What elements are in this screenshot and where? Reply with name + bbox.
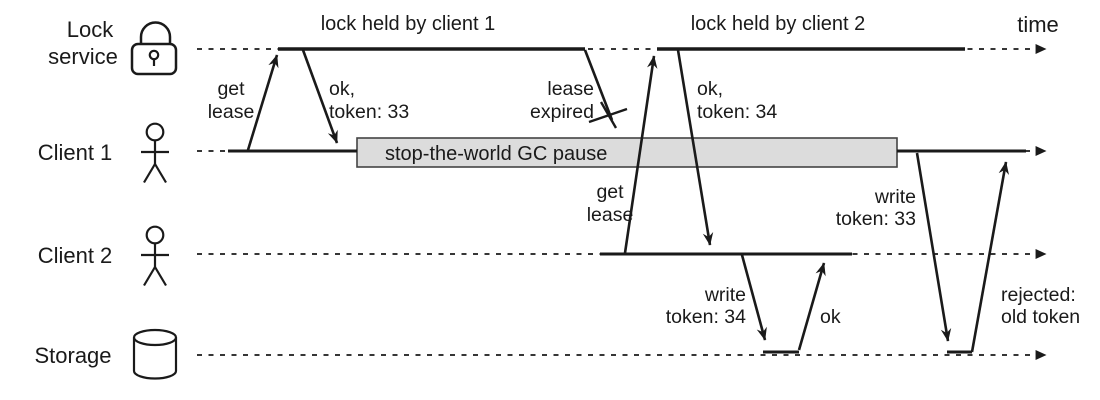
lane-label-storage: Storage bbox=[34, 343, 111, 368]
padlock-icon bbox=[130, 21, 178, 76]
gc-pause-box: stop-the-world GC pause bbox=[356, 137, 898, 168]
lock-bar-1-label: lock held by client 1 bbox=[321, 13, 496, 35]
arrow-ok-token-33 bbox=[301, 49, 339, 144]
lease-expired-cross-icon bbox=[588, 101, 628, 129]
lock-bar-2-label: lock held by client 2 bbox=[691, 13, 866, 35]
label-write-token-33-line2: token: 33 bbox=[836, 208, 916, 230]
label-write-token-34-line2: token: 34 bbox=[666, 306, 746, 328]
label-ok-token-33-line2: token: 33 bbox=[329, 101, 409, 123]
database-icon bbox=[132, 328, 178, 380]
arrow-rejected bbox=[970, 161, 1010, 353]
arrow-get-lease-2 bbox=[623, 55, 658, 254]
arrow-ok-write bbox=[797, 262, 826, 351]
label-get-lease-2-line1: get bbox=[596, 181, 624, 203]
label-ok-write: ok bbox=[820, 306, 841, 328]
arrow-get-lease-1 bbox=[246, 54, 279, 151]
label-ok-token-34-line1: ok, bbox=[697, 78, 723, 100]
arrow-write-token-34 bbox=[740, 254, 767, 341]
label-get-lease-2-line2: lease bbox=[587, 204, 634, 226]
label-get-lease-1-line2: lease bbox=[208, 101, 255, 123]
time-axis-label: time bbox=[1017, 12, 1059, 37]
arrow-write-token-33 bbox=[915, 152, 952, 342]
label-lease-expired-line1: lease bbox=[547, 78, 594, 100]
gc-pause-label: stop-the-world GC pause bbox=[385, 143, 607, 165]
lane-label-client-1: Client 1 bbox=[38, 140, 113, 165]
arrow-ok-token-34 bbox=[676, 49, 714, 246]
label-get-lease-1-line1: get bbox=[217, 78, 245, 100]
lane-label-lock: Lock bbox=[67, 17, 114, 42]
lane-label-client-2: Client 2 bbox=[38, 243, 113, 268]
label-write-token-34-line1: write bbox=[704, 284, 746, 306]
label-rejected-line2: old token bbox=[1001, 306, 1080, 328]
lane-label-service: service bbox=[48, 44, 118, 69]
label-ok-token-34-line2: token: 34 bbox=[697, 101, 777, 123]
line-lease-expired bbox=[583, 49, 614, 121]
person-icon-client-1 bbox=[141, 122, 169, 184]
label-write-token-33-line1: write bbox=[874, 186, 916, 208]
label-lease-expired-line2: expired bbox=[530, 101, 594, 123]
label-ok-token-33-line1: ok, bbox=[329, 78, 355, 100]
person-icon-client-2 bbox=[141, 225, 169, 287]
label-rejected-line1: rejected: bbox=[1001, 284, 1076, 306]
